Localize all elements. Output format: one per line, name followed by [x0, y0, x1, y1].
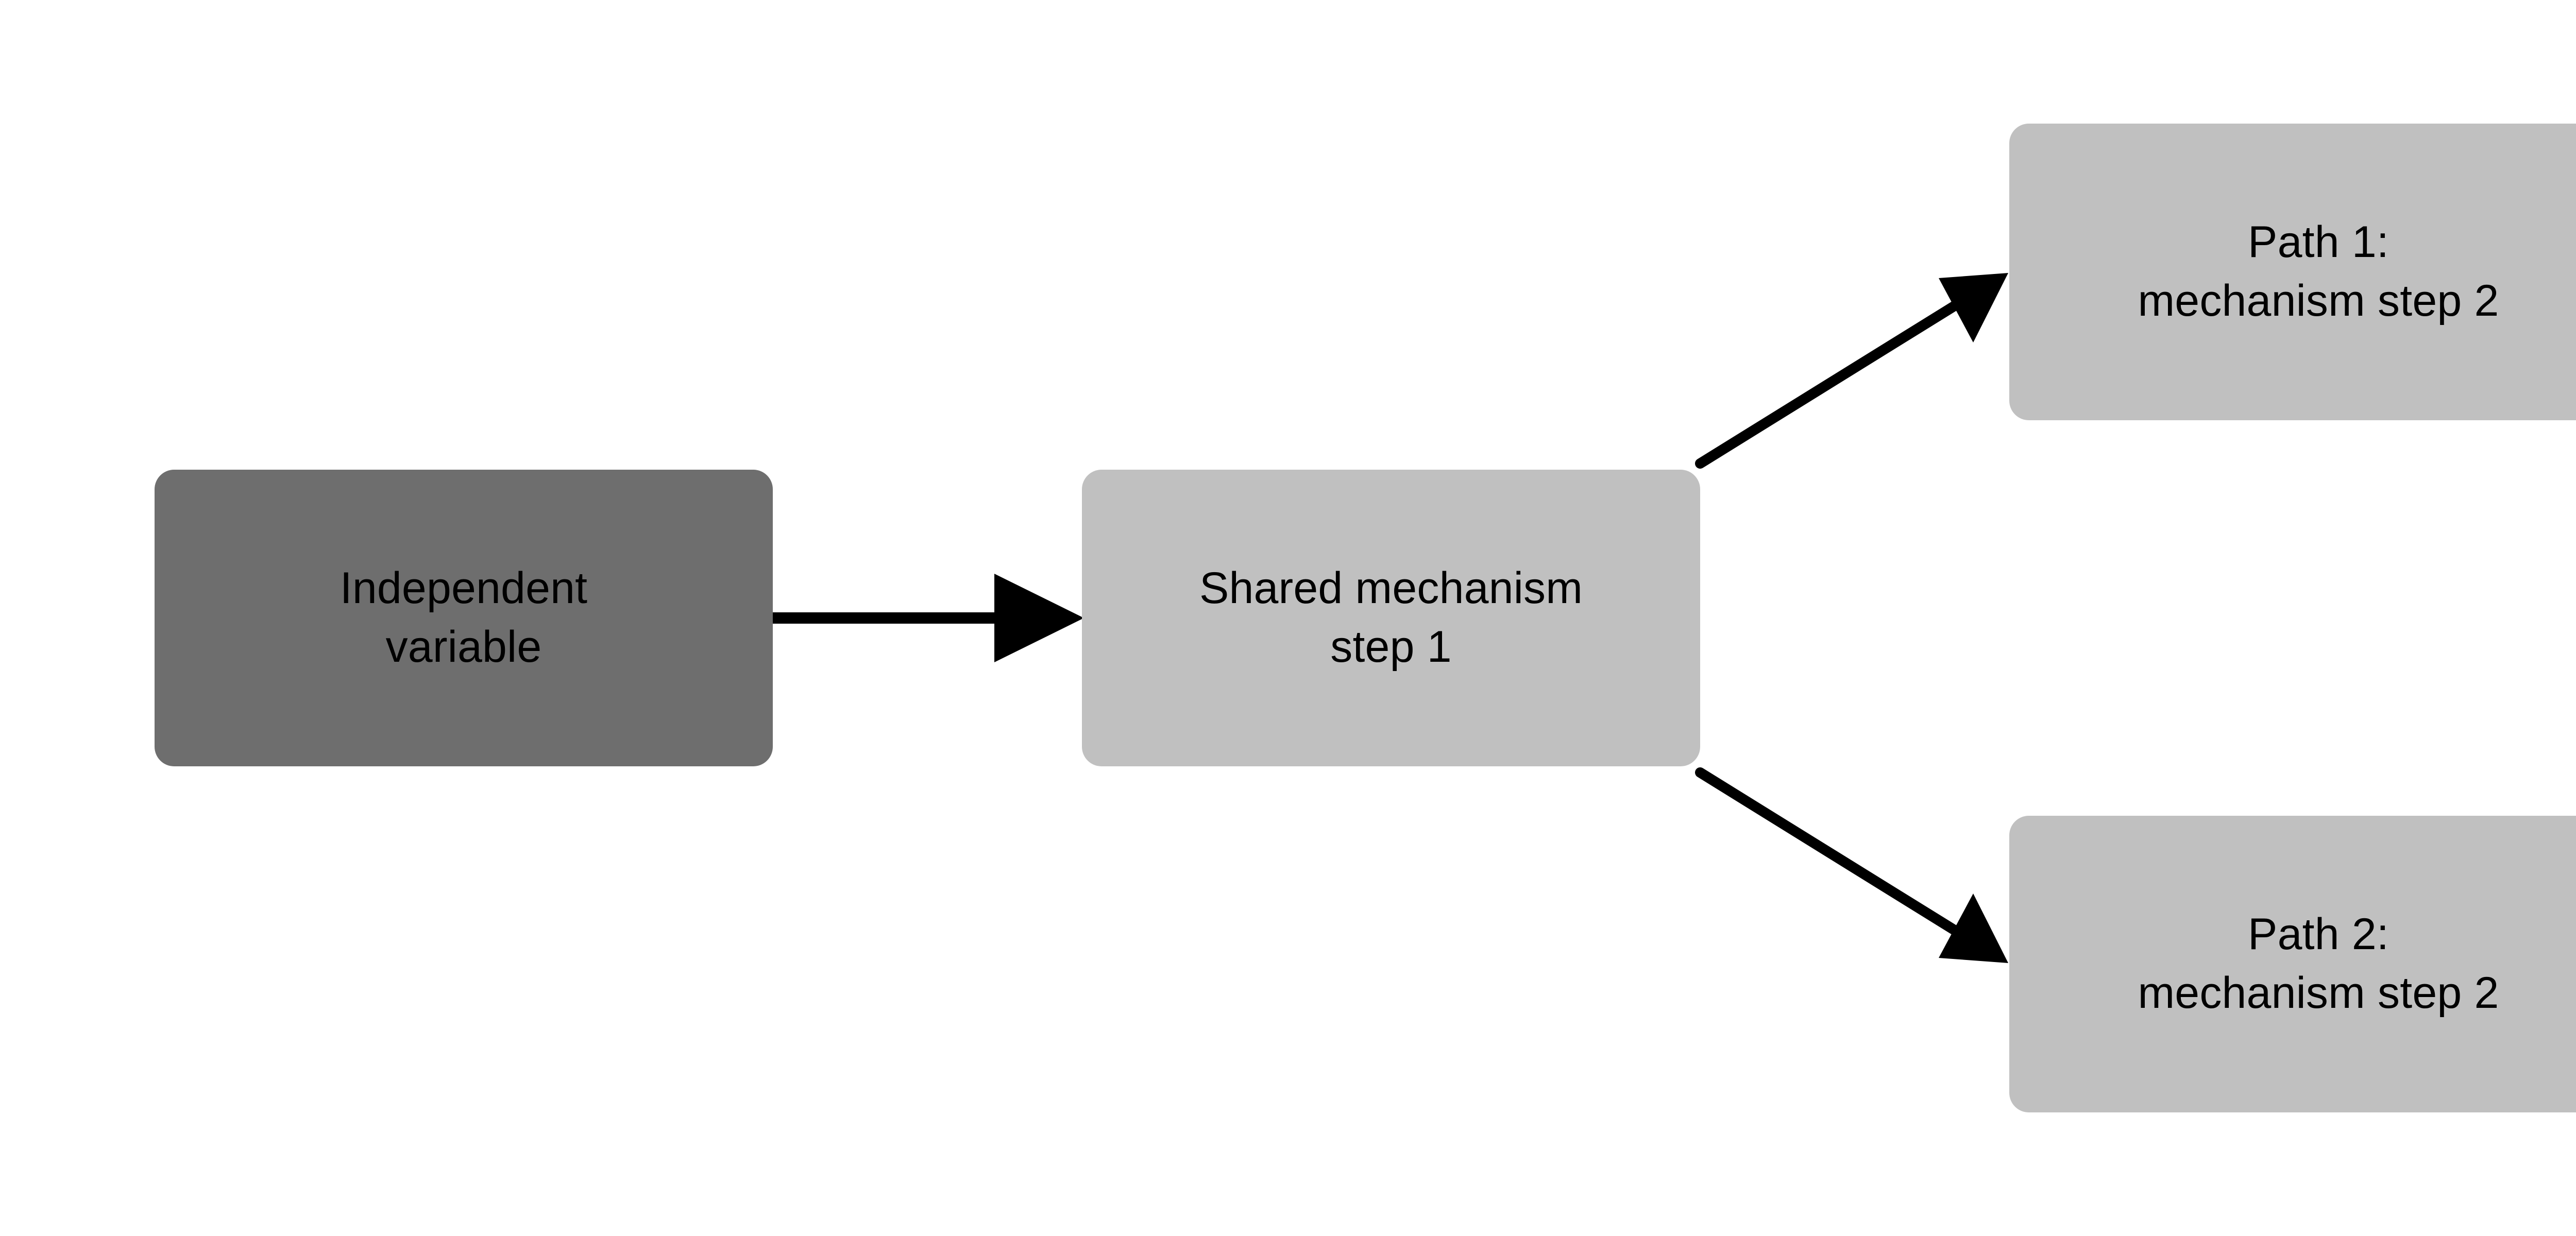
- edge-shared-to-path1: [1695, 273, 2008, 469]
- arrowhead-icon: [1939, 894, 2008, 963]
- arrowhead-icon: [994, 574, 1084, 662]
- node-path-2-mechanism-step-2[interactable]: Path 2: mechanism step 2: [2009, 816, 2576, 1112]
- node-path-2-mechanism-step-2-label: Path 2: mechanism step 2: [2138, 909, 2499, 1018]
- node-independent-variable[interactable]: Independent variable: [155, 470, 773, 766]
- edge-line: [1695, 767, 1963, 937]
- edge-line: [1695, 299, 1963, 469]
- edge-independent-to-shared: [767, 574, 1084, 662]
- node-path-1-mechanism-step-2-label: Path 1: mechanism step 2: [2138, 217, 2499, 325]
- edge-shared-to-path2: [1695, 767, 2008, 963]
- node-shared-mechanism-step-1[interactable]: Shared mechanism step 1: [1082, 470, 1700, 766]
- arrowhead-icon: [1939, 273, 2008, 342]
- node-shared-mechanism-step-1-label: Shared mechanism step 1: [1199, 563, 1583, 672]
- node-path-1-mechanism-step-2[interactable]: Path 1: mechanism step 2: [2009, 124, 2576, 420]
- node-independent-variable-label: Independent variable: [340, 563, 588, 672]
